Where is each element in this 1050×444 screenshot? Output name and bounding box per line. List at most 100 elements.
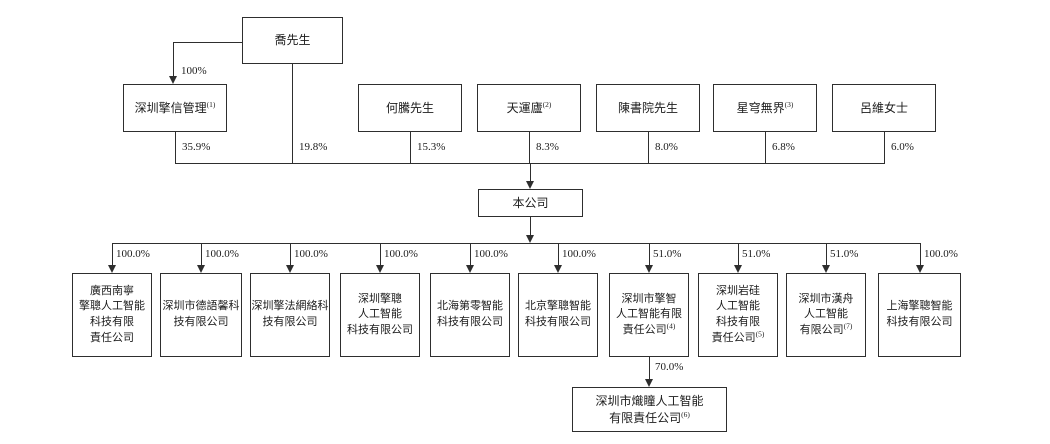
node-shenzhen-qingcong: 深圳擎聰 人工智能 科技有限公司 [340,273,420,357]
arrowhead-into-company [526,181,534,189]
connector-stub [884,132,885,163]
name-text: 深圳市漢舟 人工智能 有限公司 [798,292,854,336]
connector-drop [290,243,291,266]
node-ms-lv-wei: 呂維女士 [832,84,936,132]
stake-label-qiao: 19.8% [299,141,328,153]
name-text: 星穹無界 [736,100,785,115]
stake-label-he-teng: 15.3% [417,141,446,153]
stake-label-sub-3: 100.0% [294,248,328,260]
arrowhead-into-subsidiary [108,265,116,273]
node-mr-chen-shu-yuan-label: 陳書院先生 [617,100,678,115]
node-guangxi-nanning-qingcong: 廣西南寧 擎聰人工智能 科技有限 責任公司 [72,273,152,357]
node-mr-qiao-label: 喬先生 [274,33,311,48]
arrowhead-into-chitong [645,379,653,387]
connector-drop [201,243,202,266]
node-beijing-qingcong: 北京擎聰智能 科技有限公司 [518,273,598,357]
node-shanghai-qingcong: 上海擎聰智能 科技有限公司 [878,273,961,357]
connector-qiao-down [292,64,293,163]
node-beihai-diling: 北海第零智能 科技有限公司 [430,273,510,357]
connector-stub [175,132,176,163]
node-shenzhen-deyuxin: 深圳市德語馨科 技有限公司 [160,273,242,357]
arrowhead-into-subsidiary [734,265,742,273]
stake-label-sub-2: 100.0% [205,248,239,260]
arrowhead-into-subsidiary [466,265,474,273]
connector-bus-to-company [530,163,531,181]
stake-label-chen-shu-yuan: 8.0% [655,141,678,153]
connector-subsidiary-bus [112,243,921,244]
footnote-marker: (4) [666,321,676,331]
connector-qiao-to-manager-v [173,42,174,77]
node-label: 深圳市德語馨科 技有限公司 [162,300,240,328]
node-label: 深圳市熾瞳人工智能 有限責任公司(6) [595,393,703,427]
node-mr-qiao: 喬先生 [242,17,343,64]
footnote-marker: (1) [206,99,216,109]
node-label: 上海擎聰智能 科技有限公司 [886,300,953,328]
name-text: 天運廬 [506,100,543,115]
connector-drop [558,243,559,266]
node-shenzhen-hanzhou: 深圳市漢舟 人工智能 有限公司(7) [786,273,866,357]
node-tian-yun-lu: 天運廬(2) [477,84,581,132]
arrowhead-into-subsidiary [376,265,384,273]
node-mr-he-teng-label: 何騰先生 [385,100,434,115]
connector-drop [920,243,921,266]
stake-label-sub-8: 51.0% [742,248,771,260]
arrowhead-into-subsidiary [916,265,924,273]
connector-drop [470,243,471,266]
connector-stub [648,132,649,163]
node-shenzhen-chitong: 深圳市熾瞳人工智能 有限責任公司(6) [572,387,727,432]
node-shenzhen-yangui: 深圳岩硅 人工智能 科技有限 責任公司(5) [698,273,778,357]
arrowhead-into-subsidiary [286,265,294,273]
footnote-marker: (6) [681,409,690,419]
arrowhead-into-subsidiary [822,265,830,273]
arrowhead-into-subsidiary [197,265,205,273]
node-the-company-label: 本公司 [512,195,549,210]
connector-drop [738,243,739,266]
stake-label-sub-6: 100.0% [562,248,596,260]
node-shenzhen-qingfa: 深圳擎法網絡科 技有限公司 [250,273,330,357]
connector-drop [112,243,113,266]
node-the-company: 本公司 [478,189,583,217]
name-text: 深圳岩硅 人工智能 科技有限 責任公司 [711,284,760,344]
stake-label-sub-9: 51.0% [830,248,859,260]
name-text: 深圳市擎智 人工智能有限 責任公司 [616,292,682,336]
node-label: 深圳擎聰 人工智能 科技有限公司 [347,292,413,336]
footnote-marker: (3) [784,99,794,109]
name-text: 深圳市熾瞳人工智能 有限責任公司 [595,393,704,425]
node-label: 北海第零智能 科技有限公司 [437,300,503,328]
node-label: 北京擎聰智能 科技有限公司 [525,300,591,328]
name-text: 深圳擎信管理 [134,100,207,115]
node-shenzhen-qingzhi: 深圳市擎智 人工智能有限 責任公司(4) [609,273,689,357]
stake-label-sub-4: 100.0% [384,248,418,260]
stake-label-sub-5: 100.0% [474,248,508,260]
node-label: 廣西南寧 擎聰人工智能 科技有限 責任公司 [79,284,145,344]
connector-drop [826,243,827,266]
stake-label-manager-ownership: 100% [181,65,207,77]
connector-stub [529,132,530,163]
node-xing-qiong-wu-jie: 星穹無界(3) [713,84,817,132]
footnote-marker: (7) [843,321,853,331]
node-qingxin-management: 深圳擎信管理(1) [123,84,227,132]
node-label: 深圳岩硅 人工智能 科技有限 責任公司(5) [712,284,765,346]
stake-label-sub-10: 100.0% [924,248,958,260]
node-qingxin-management-label: 深圳擎信管理(1) [135,100,216,117]
connector-stub [410,132,411,163]
arrowhead-into-subsidiary [645,265,653,273]
stake-label-qingxin: 35.9% [182,141,211,153]
node-mr-chen-shu-yuan: 陳書院先生 [596,84,700,132]
footnote-marker: (5) [755,328,765,338]
node-xing-qiong-wu-jie-label: 星穹無界(3) [737,100,794,117]
connector-drop [380,243,381,266]
connector-qingzhi-to-chitong [649,357,650,380]
connector-stub [765,132,766,163]
stake-label-lv-wei: 6.0% [891,141,914,153]
footnote-marker: (2) [542,99,552,109]
stake-label-chitong: 70.0% [655,361,684,373]
arrowhead-into-manager [169,76,177,84]
node-label: 深圳擎法網絡科 技有限公司 [251,300,329,328]
connector-qiao-to-manager-h [173,42,242,43]
node-ms-lv-wei-label: 呂維女士 [859,100,908,115]
connector-drop [649,243,650,266]
stake-label-sub-1: 100.0% [116,248,150,260]
arrowhead-into-subsidiary-bus [526,235,534,243]
